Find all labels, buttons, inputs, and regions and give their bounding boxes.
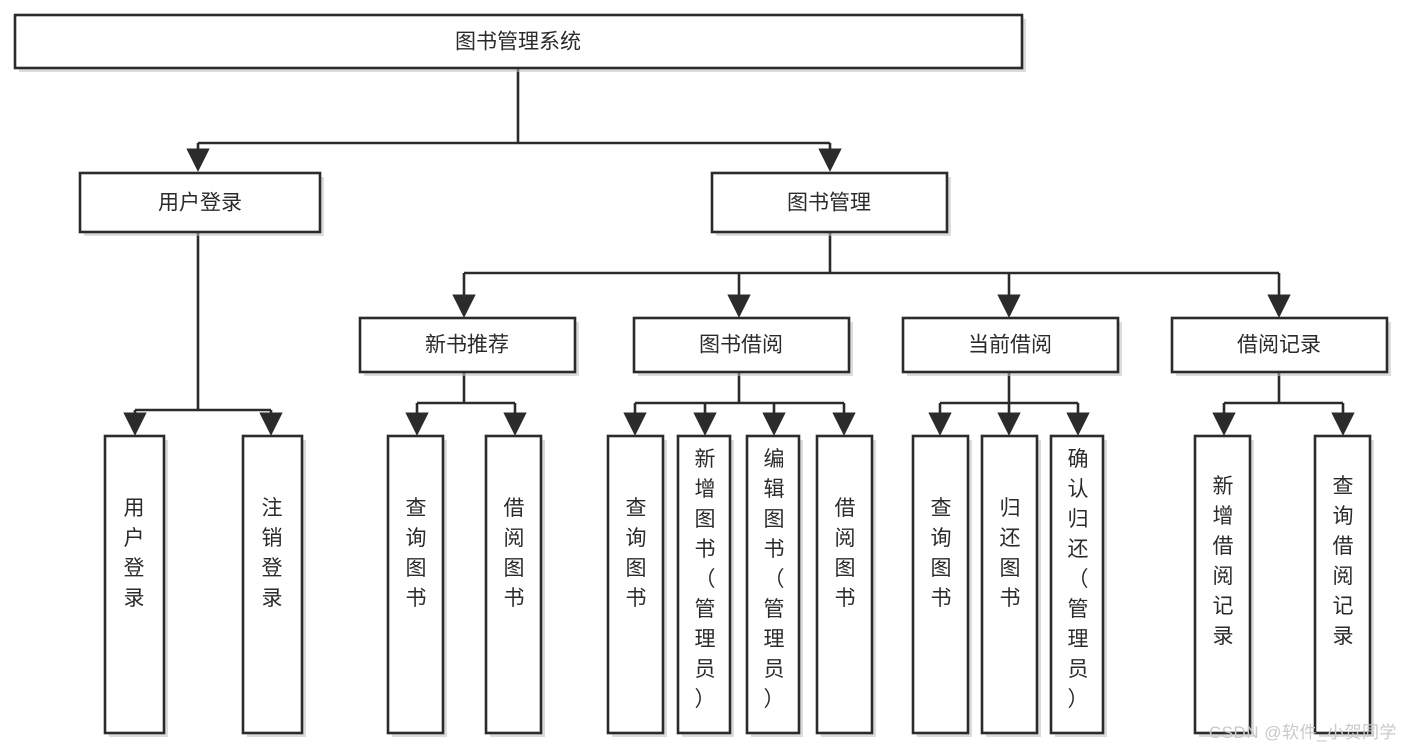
node-leaf-borrow-book-2[interactable]: 借阅图书 — [815, 434, 876, 737]
node-book-borrow-label: 图书借阅 — [699, 334, 783, 357]
node-leaf-borrow-book-1[interactable]: 借阅图书 — [484, 434, 545, 737]
node-current-borrow[interactable]: 当前借阅 — [901, 316, 1122, 376]
node-leaf-query-book-1[interactable]: 查询图书 — [386, 434, 447, 737]
node-leaf-confirm-return-label: 确认归还（管理员） — [1068, 448, 1089, 711]
node-borrow-record[interactable]: 借阅记录 — [1170, 316, 1391, 376]
node-leaf-borrow-book-2-label: 借阅图书 — [835, 497, 856, 610]
node-leaf-logout-box — [241, 434, 304, 735]
node-leaf-user-login-label: 用户登录 — [124, 497, 145, 610]
node-new-book-rec-label: 新书推荐 — [425, 334, 509, 357]
node-leaf-add-book-label: 新增图书（管理员） — [695, 448, 716, 711]
node-leaf-logout[interactable]: 注销登录 — [241, 434, 306, 737]
node-new-book-rec[interactable]: 新书推荐 — [358, 316, 579, 376]
node-current-borrow-box — [901, 316, 1120, 374]
node-leaf-confirm-return[interactable]: 确认归还（管理员） — [1049, 434, 1107, 737]
node-leaf-borrow-book-1-box — [484, 434, 543, 735]
node-leaf-logout-label: 注销登录 — [262, 497, 283, 610]
node-leaf-return-book-box — [980, 434, 1039, 735]
node-leaf-query-book-1-box — [386, 434, 445, 735]
node-book-manage-label: 图书管理 — [787, 192, 871, 215]
node-root[interactable]: 图书管理系统 — [13, 13, 1026, 72]
node-borrow-record-box — [1170, 316, 1389, 374]
node-leaf-query-book-2[interactable]: 查询图书 — [606, 434, 667, 737]
node-user-login-box — [78, 171, 322, 234]
node-leaf-add-book[interactable]: 新增图书（管理员） — [676, 434, 734, 737]
node-leaf-query-book-3-box — [911, 434, 970, 735]
node-book-manage-box — [710, 171, 949, 234]
node-leaf-add-record-label: 新增借阅记录 — [1213, 475, 1234, 648]
node-leaf-query-record-box — [1313, 434, 1372, 735]
node-current-borrow-label: 当前借阅 — [968, 334, 1052, 357]
node-user-login-label: 用户登录 — [158, 192, 242, 215]
node-leaf-query-book-1-label: 查询图书 — [406, 497, 427, 610]
node-book-borrow[interactable]: 图书借阅 — [632, 316, 853, 376]
node-leaf-query-book-2-label: 查询图书 — [626, 497, 647, 610]
node-leaf-add-book-box — [676, 434, 732, 735]
node-leaf-add-record[interactable]: 新增借阅记录 — [1193, 434, 1254, 737]
node-leaf-edit-book-box — [745, 434, 801, 735]
node-leaf-return-book-label: 归还图书 — [1000, 497, 1021, 610]
node-book-borrow-box — [632, 316, 851, 374]
node-book-manage[interactable]: 图书管理 — [710, 171, 951, 236]
node-leaf-return-book[interactable]: 归还图书 — [980, 434, 1041, 737]
node-leaf-user-login[interactable]: 用户登录 — [103, 434, 168, 737]
node-leaf-query-record[interactable]: 查询借阅记录 — [1313, 434, 1374, 737]
node-leaf-query-record-label: 查询借阅记录 — [1333, 475, 1354, 648]
node-leaf-query-book-3-label: 查询图书 — [931, 497, 952, 610]
node-root-label: 图书管理系统 — [455, 31, 581, 54]
node-leaf-query-book-2-box — [606, 434, 665, 735]
node-leaf-add-record-box — [1193, 434, 1252, 735]
connector-layer — [123, 68, 1355, 436]
node-leaf-borrow-book-2-box — [815, 434, 874, 735]
node-leaf-confirm-return-box — [1049, 434, 1105, 735]
node-user-login[interactable]: 用户登录 — [78, 171, 324, 236]
node-new-book-rec-box — [358, 316, 577, 374]
node-leaf-borrow-book-1-label: 借阅图书 — [504, 497, 525, 610]
node-leaf-user-login-box — [103, 434, 166, 735]
node-root-box — [13, 13, 1024, 70]
node-leaf-edit-book-label: 编辑图书（管理员） — [764, 448, 785, 711]
node-borrow-record-label: 借阅记录 — [1237, 334, 1321, 357]
node-leaf-edit-book[interactable]: 编辑图书（管理员） — [745, 434, 803, 737]
node-leaf-query-book-3[interactable]: 查询图书 — [911, 434, 972, 737]
